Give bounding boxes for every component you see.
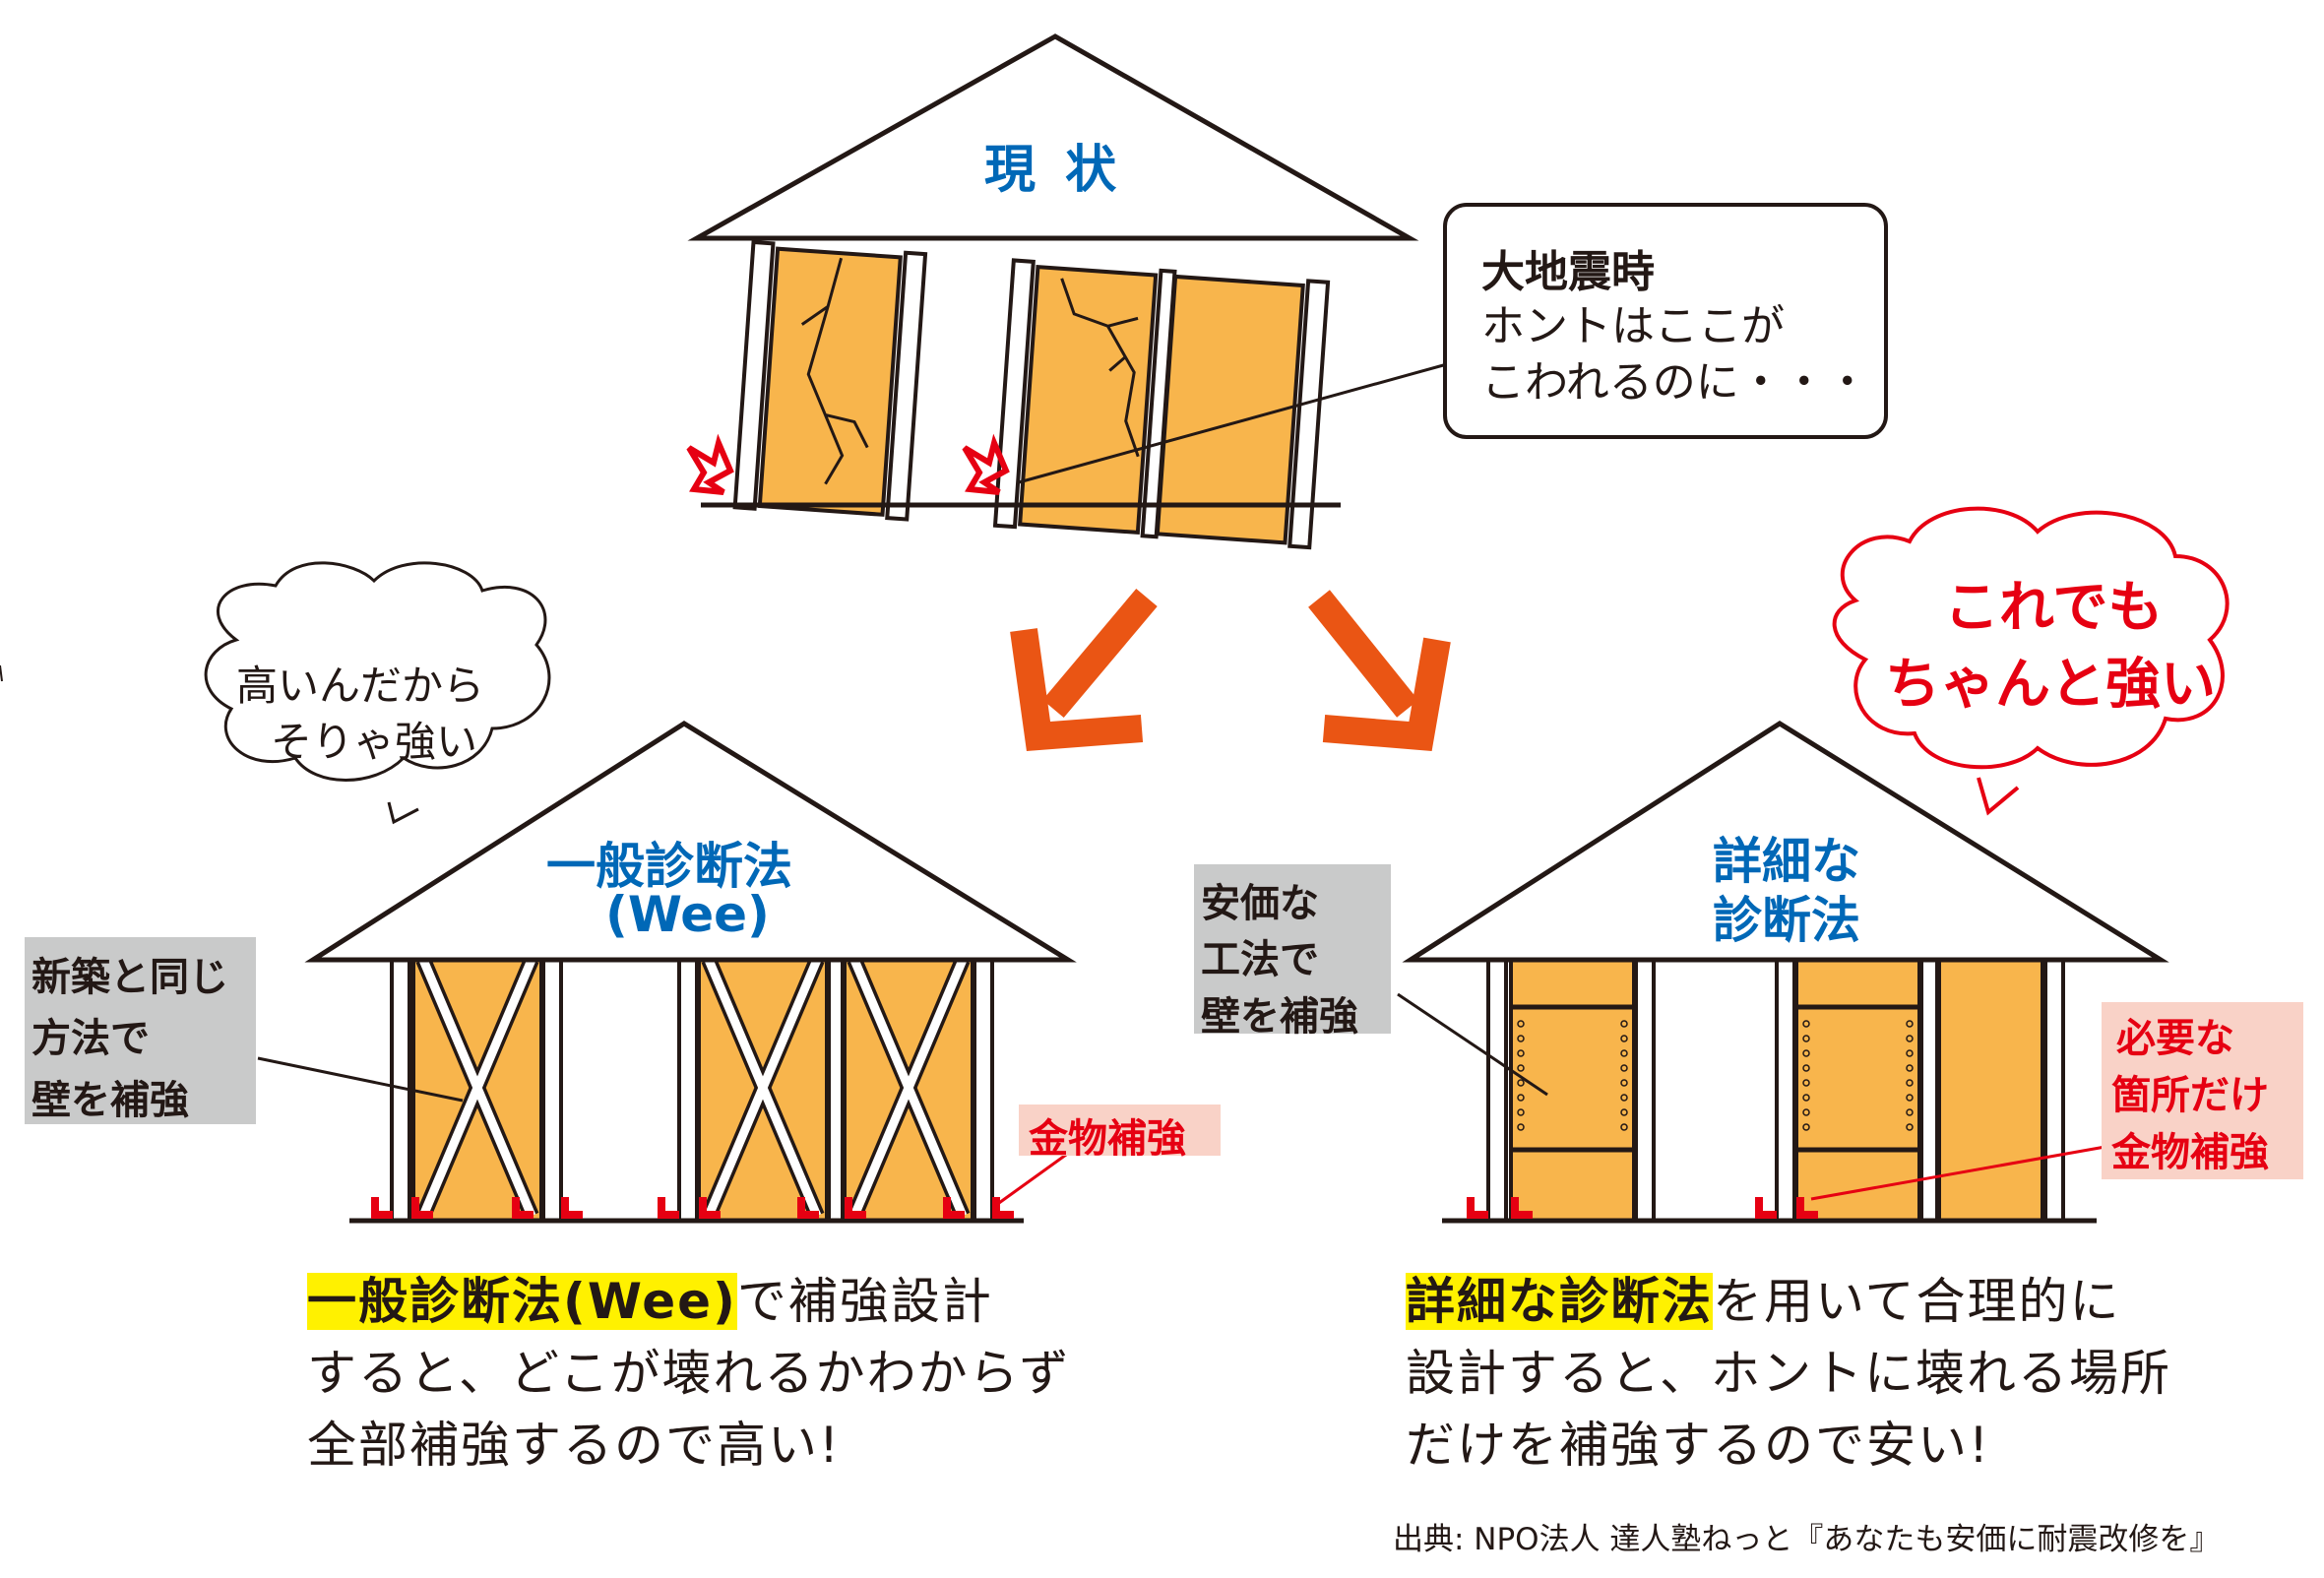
top-house [686, 33, 1448, 550]
right-metal-label-line2: 箇所だけ [2111, 1073, 2269, 1118]
top-wall-right-a [1018, 265, 1159, 536]
right-house [1397, 721, 2169, 1224]
right-metal-label-line3: 金物補強 [2111, 1130, 2269, 1175]
source-credit: 出典: NPO法人 達人塾ねっと『あなたも安価に耐震改修を』 [1393, 1522, 2221, 1557]
right-wall-label-line1: 安価な [1201, 881, 1319, 926]
left-wall-label-box [25, 937, 256, 1124]
top-roof [687, 33, 1419, 241]
top-callout-line3: こわれるのに・・・ [1481, 357, 1869, 408]
right-wall-label-line3: 壁を補強 [1201, 994, 1358, 1040]
top-house-title: 現 状 [984, 141, 1123, 200]
left-caption-highlight: 一般診断法(Wee) [307, 1273, 737, 1330]
right-bubble-line1: これでも [1944, 576, 2164, 640]
top-callout-line2: ホントはここが [1481, 301, 1785, 351]
left-house-title-line1: 一般診断法 [546, 838, 792, 895]
left-caption-line3: 全部補強するので高い! [307, 1417, 842, 1474]
top-wall-left [757, 246, 903, 517]
left-bubble-line2: そりゃ強い [271, 718, 478, 766]
top-callout-box [1443, 203, 1888, 439]
right-house-title-line2: 診断法 [1713, 892, 1860, 949]
right-bubble-line2: ちゃんと強い [1885, 653, 2216, 717]
top-callout-line1: 大地震時 [1481, 247, 1655, 297]
left-metal-label: 金物補強 [1029, 1116, 1186, 1162]
left-wall-label-line1: 新築と同じ [31, 955, 228, 1000]
right-caption-highlight: 詳細な診断法 [1406, 1273, 1713, 1330]
arrow-left [1010, 588, 1158, 751]
left-thought-bubble [204, 561, 551, 782]
left-metal-label-box [1019, 1105, 1221, 1156]
left-caption-line2: すると、どこが壊れるかわからず [307, 1345, 1071, 1402]
right-metal-label-line1: 必要な [2116, 1016, 2234, 1061]
impact-mark-left [686, 433, 734, 495]
left-wall-label-line3: 壁を補強 [31, 1078, 189, 1123]
left-bubble-line1: 高いんだから [236, 662, 485, 710]
left-caption-line1: 一般診断法(Wee)で補強設計 [307, 1262, 993, 1333]
right-house-title-line1: 詳細な [1713, 833, 1860, 890]
left-caption-line1-rest: で補強設計 [736, 1273, 993, 1330]
right-caption-line1: 詳細な診断法を用いて合理的に [1406, 1262, 2121, 1333]
right-caption-line2: 設計すると、ホントに壊れる場所 [1406, 1345, 2171, 1402]
right-metal-label-box [2102, 1002, 2303, 1179]
crack-right [1060, 278, 1140, 458]
right-wall-label-box [1194, 864, 1391, 1034]
crack-left [800, 257, 869, 485]
right-wall-label-line2: 工法で [1201, 937, 1319, 982]
left-house [257, 721, 1077, 1224]
right-caption-line1-rest: を用いて合理的に [1713, 1273, 2121, 1330]
left-house-title-line2: (Wee) [605, 886, 770, 943]
right-caption-line3: だけを補強するので安い! [1406, 1417, 1991, 1474]
right-thought-bubble [1832, 506, 2230, 770]
arrow-right [1308, 590, 1451, 751]
left-wall-label-line2: 方法で [31, 1016, 150, 1061]
impact-mark-right [962, 433, 1010, 495]
